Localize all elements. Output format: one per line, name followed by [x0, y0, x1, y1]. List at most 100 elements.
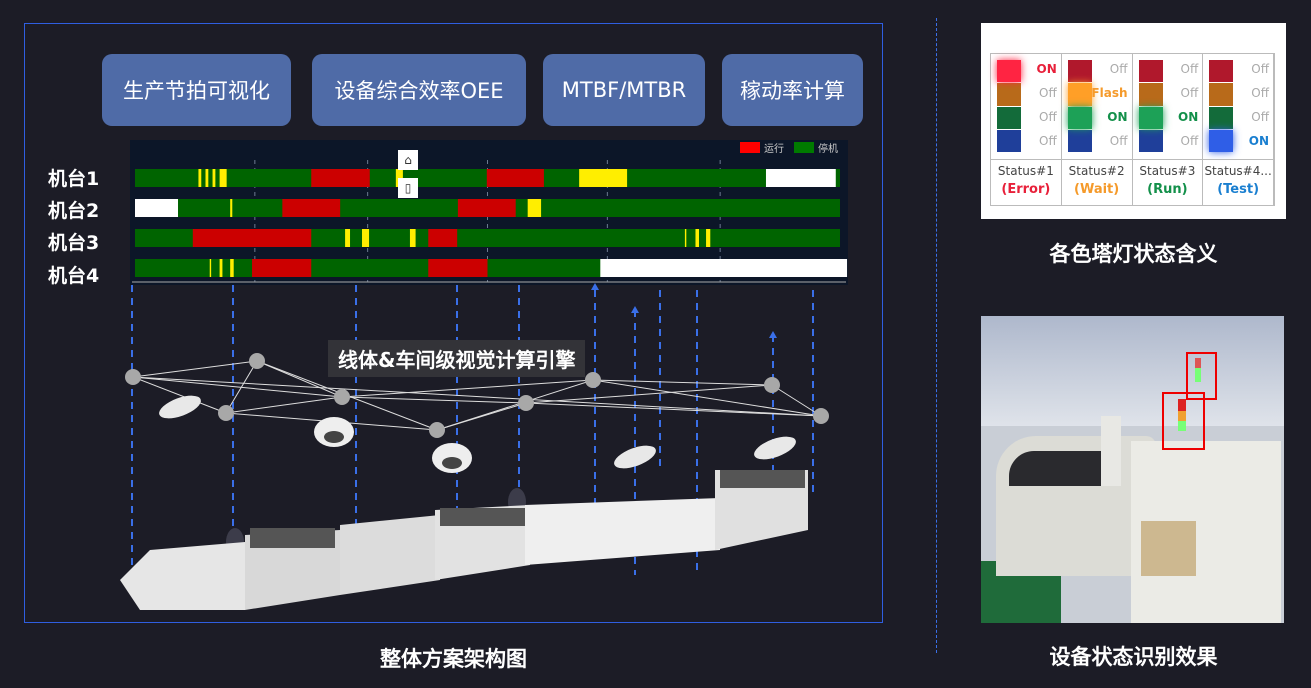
utilization-button[interactable]: 稼动率计算 [722, 54, 863, 126]
photo-caption: 设备状态识别效果 [1049, 645, 1218, 669]
camera-icons [159, 395, 796, 556]
lamp-icon [997, 106, 1021, 129]
takt-visualization-button[interactable]: 生产节拍可视化 [102, 54, 291, 126]
status-label: Status#3 [1132, 159, 1203, 178]
lamp-icon [1209, 129, 1234, 152]
timeline-segment-red [428, 229, 458, 247]
legend-swatch-run [740, 142, 760, 153]
divider [936, 18, 937, 653]
lamp-state: Flash [1091, 86, 1128, 100]
status-meaning: (Wait) [1074, 182, 1120, 197]
lamp-state: Off [1180, 62, 1199, 76]
legend-label: 停机 [818, 144, 838, 155]
network-nodes [125, 353, 829, 438]
timeline-segment-white [600, 259, 848, 277]
lamp-state: ON [1248, 134, 1269, 148]
timeline-segment-yellow [362, 229, 370, 247]
lamp-state: Off [1109, 62, 1128, 76]
vision-engine-label: 线体&车间级视觉计算引擎 [328, 340, 586, 377]
lamp-state: Off [1039, 110, 1057, 124]
lamp-state: Off [1251, 110, 1269, 124]
timeline-segment-red [311, 169, 370, 187]
timeline-segment-yellow [205, 169, 209, 187]
lamp-icon [997, 60, 1021, 83]
timeline-segment-red [192, 229, 312, 247]
lamp-icon [1209, 106, 1234, 129]
lamp-icon [1067, 106, 1092, 129]
status-label: Status#2 [1061, 159, 1132, 178]
lamp-state: ON [1036, 62, 1057, 76]
timeline-segment-yellow [219, 259, 223, 277]
lamp-state: ON [1178, 110, 1199, 124]
timeline-segment-yellow [409, 229, 416, 247]
lamp-state: Off [1180, 86, 1199, 100]
chart-legend: 运行 停机 [740, 140, 838, 155]
timeline-segment-yellow [198, 169, 202, 187]
status-meaning: (Run) [1147, 182, 1188, 197]
status-meaning: (Test) [1217, 182, 1260, 197]
timeline-segment-yellow [684, 229, 687, 247]
timeline-segment-red [282, 199, 341, 217]
timeline-segment-yellow [579, 169, 628, 187]
architecture-caption: 整体方案架构图 [380, 647, 527, 671]
production-line [120, 470, 808, 610]
lamp-icon [1138, 60, 1163, 83]
status-label: Status#1 [991, 159, 1061, 178]
status-label: Status#4... [1203, 159, 1273, 178]
timeline-segment-yellow [706, 229, 711, 247]
lamp-icon [1067, 60, 1092, 83]
timeline-segment-red [428, 259, 488, 277]
lamp-icon [1067, 83, 1092, 106]
restore-icon[interactable]: ▯ [398, 178, 418, 198]
timeline-segment-yellow [527, 199, 542, 217]
lamp-state: Off [1039, 86, 1057, 100]
lamp-state: Off [1251, 86, 1269, 100]
machine-label: 机台2 [48, 200, 100, 222]
timeline-segment-red [252, 259, 312, 277]
timeline-segment-yellow [219, 169, 227, 187]
timeline-segment-red [457, 199, 516, 217]
timeline-segment-yellow [212, 169, 216, 187]
lamp-state: Off [1109, 134, 1128, 148]
lamp-icon [1209, 60, 1234, 83]
network-illustration [120, 283, 829, 610]
lamp-state: Off [1180, 134, 1199, 148]
timeline-segment-white [765, 169, 836, 187]
machine-label: 机台4 [48, 265, 100, 287]
mtbf-button[interactable]: MTBF/MTBR [543, 54, 705, 126]
lamp-state: Off [1039, 134, 1057, 148]
legend-swatch-stop [794, 142, 814, 153]
timeline-segment-yellow [695, 229, 699, 247]
lamp-icon [1138, 129, 1163, 152]
legend-label: 运行 [764, 144, 784, 155]
architecture-frame [24, 23, 883, 623]
machine-label: 机台3 [48, 232, 100, 254]
detection-box [1162, 392, 1205, 450]
timeline-segment-yellow [230, 199, 233, 217]
detection-box [1186, 352, 1217, 400]
lamp-icon [1209, 83, 1234, 106]
oee-button[interactable]: 设备综合效率OEE [312, 54, 526, 126]
lamp-state: ON [1107, 110, 1128, 124]
status-timeline-chart: 运行 停机 [130, 140, 848, 285]
timeline-segment-yellow [345, 229, 351, 247]
timeline-segment-white [135, 199, 179, 217]
lamp-icon [1067, 129, 1092, 152]
timeline-segment-red [486, 169, 544, 187]
status-meaning: (Error) [1001, 182, 1051, 197]
equipment-photo [981, 316, 1284, 623]
timeline-segment-yellow [230, 259, 234, 277]
lamp-icon [997, 129, 1021, 152]
lamp-icon [997, 83, 1021, 106]
lamp-state: Off [1251, 62, 1269, 76]
tower-caption: 各色塔灯状态含义 [1049, 242, 1218, 266]
lamp-icon [1138, 106, 1163, 129]
timeline-svg [132, 160, 848, 283]
save-image-icon[interactable]: ⌂ [398, 150, 418, 170]
timeline-segment-yellow [209, 259, 212, 277]
